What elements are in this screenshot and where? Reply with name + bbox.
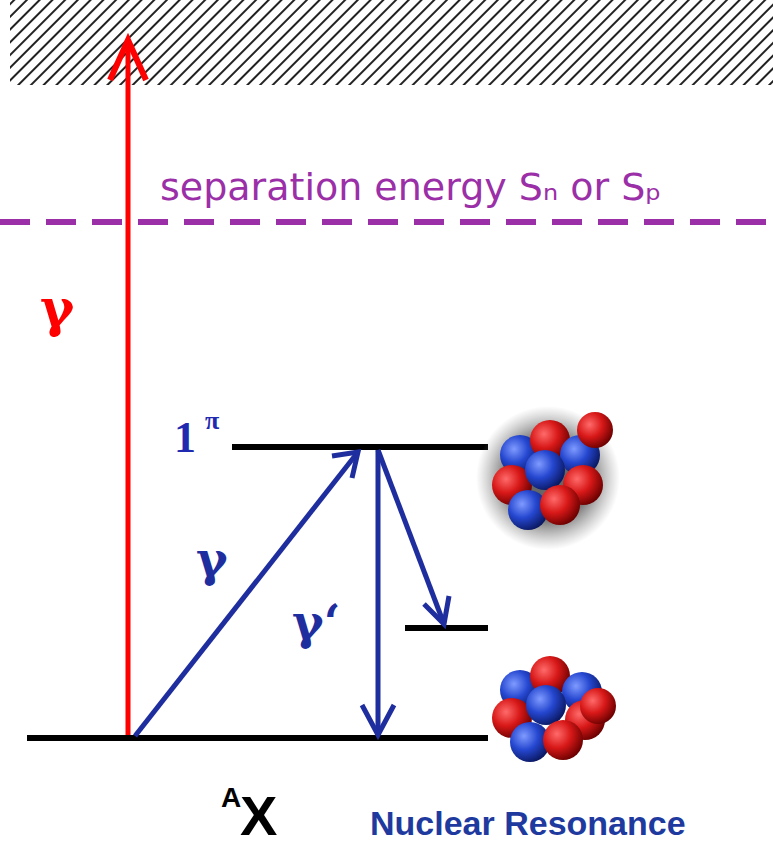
photon-symbol: γ‘ <box>292 598 340 646</box>
mass-number: A <box>221 784 241 812</box>
energy-levels <box>27 447 488 738</box>
photon-symbol: γ <box>196 535 228 583</box>
red-photon-arrow <box>110 40 146 738</box>
threshold-label: separation energy Sₙ or Sₚ <box>160 168 662 206</box>
separation-line <box>0 219 773 225</box>
ground-nucleus <box>492 656 616 762</box>
photon-symbol: γ <box>40 282 74 334</box>
transition-arrows <box>135 450 449 736</box>
caption-text: Nuclear Resonance <box>370 806 686 840</box>
parity-label: π <box>205 408 219 434</box>
excited-nucleus <box>476 406 620 550</box>
spin-label: 1 <box>174 416 196 460</box>
element-symbol: X <box>240 788 277 844</box>
continuum-band <box>10 0 773 85</box>
